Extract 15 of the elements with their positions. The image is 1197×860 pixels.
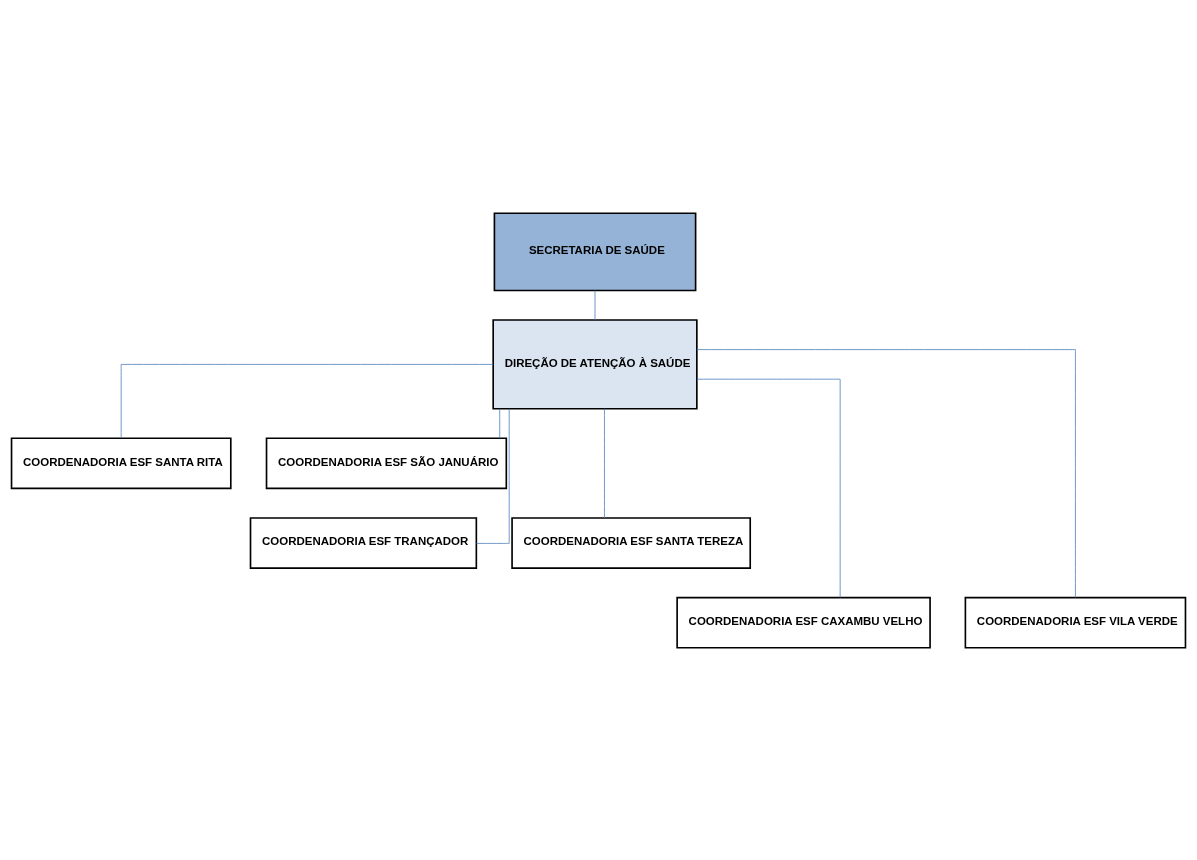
connector xyxy=(604,407,605,518)
node-box: COORDENADORIA ESF VILA VERDE xyxy=(964,596,1187,649)
connector xyxy=(499,408,501,439)
connector xyxy=(594,289,596,320)
connector xyxy=(120,363,494,439)
node-box: DIREÇÃO DE ATENÇÃO À SAÚDE xyxy=(492,318,698,410)
node-box: COORDENADORIA ESF SÃO JANUÁRIO xyxy=(265,437,508,489)
node-box: COORDENADORIA ESF CAXAMBU VELHO xyxy=(676,596,931,649)
connector xyxy=(696,378,841,598)
node-box: COORDENADORIA ESF TRANÇADOR xyxy=(249,516,478,569)
node-box: COORDENADORIA ESF SANTA TEREZA xyxy=(511,516,752,569)
node-box: COORDENADORIA ESF SANTA RITA xyxy=(10,437,232,489)
connector xyxy=(696,348,1076,598)
connector xyxy=(476,407,510,544)
node-box: SECRETARIA DE SAÚDE xyxy=(493,211,697,291)
